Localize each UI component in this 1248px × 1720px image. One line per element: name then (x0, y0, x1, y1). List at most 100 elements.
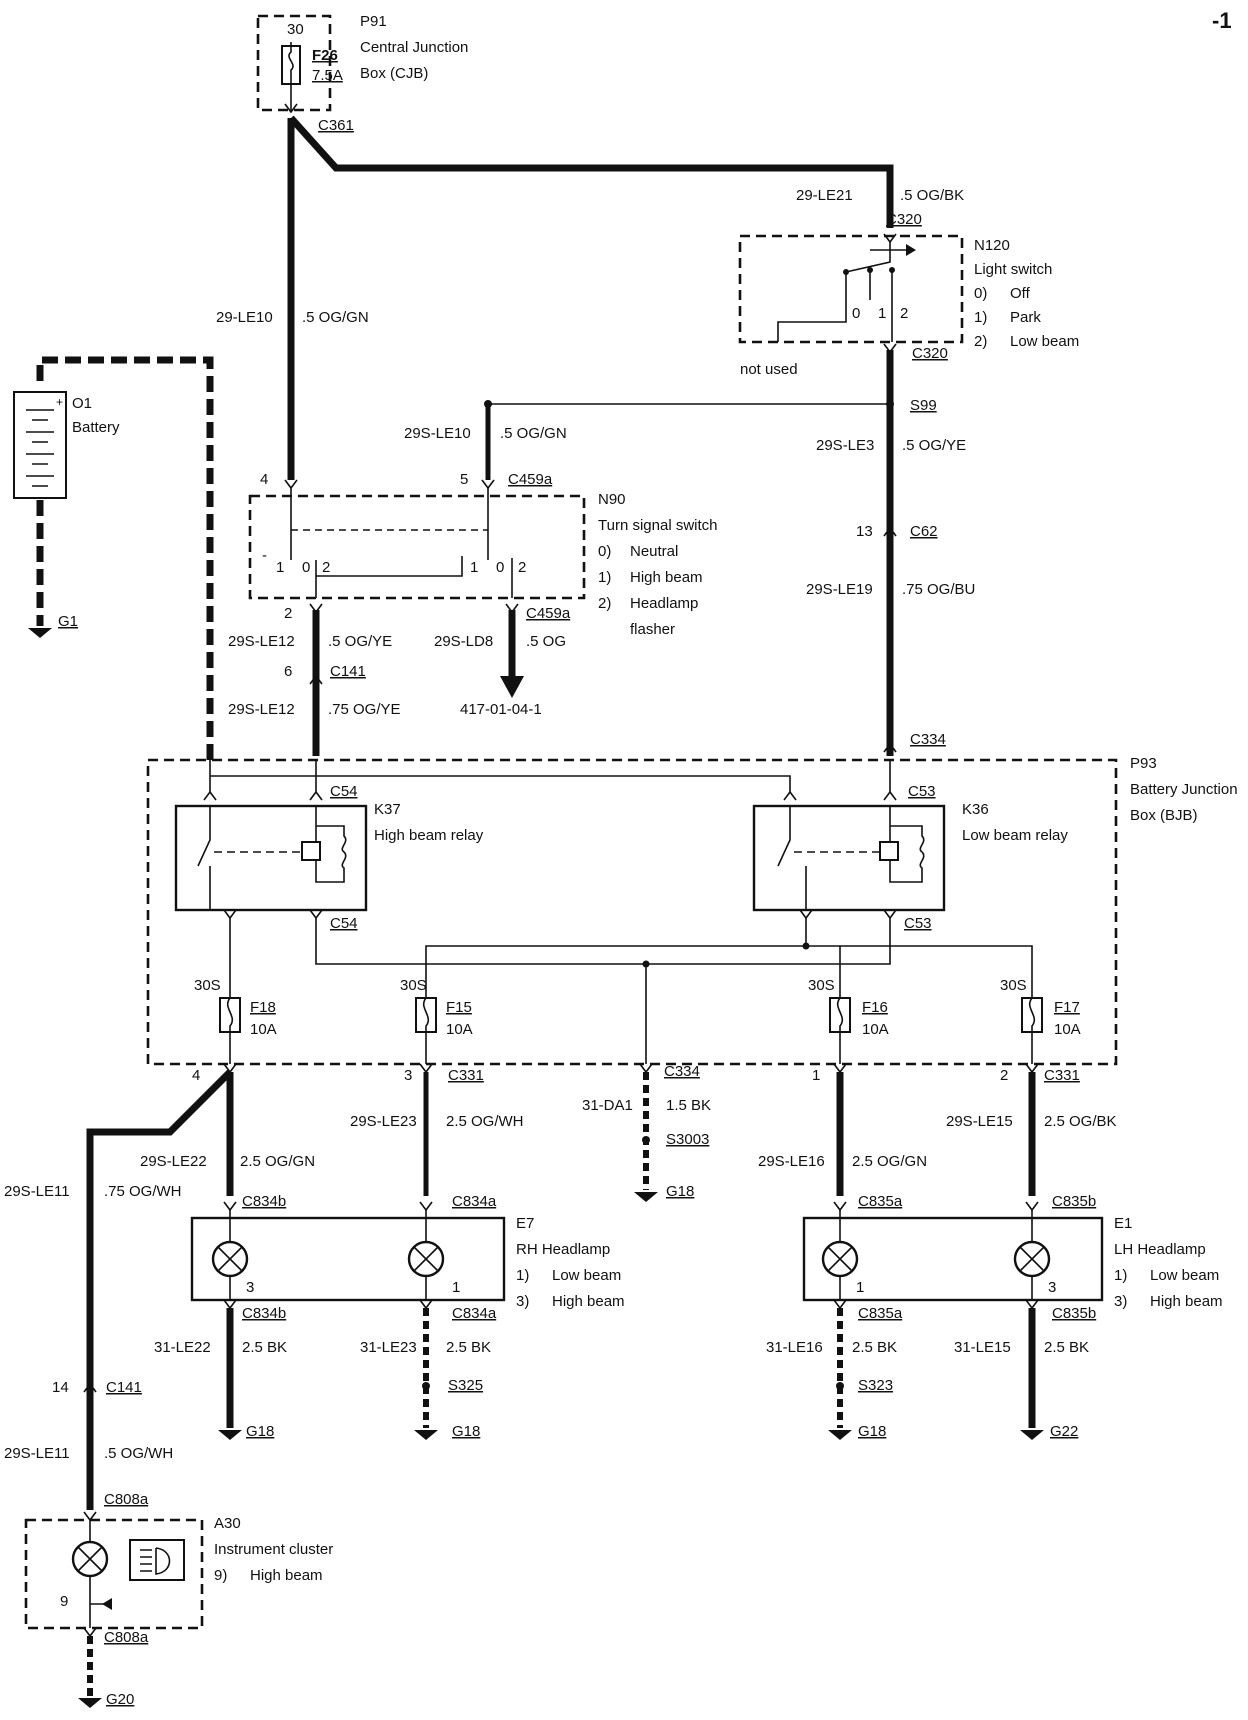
rh-pin-1: 1 (452, 1279, 460, 1296)
k37-coil-icon (301, 841, 321, 861)
instrument-cluster-a30: 9 A30 Instrument cluster 9) High beam (24, 1515, 333, 1630)
k37-resistor-icon (315, 806, 347, 883)
wire-le12b-circuit: 29S-LE12 (228, 701, 295, 718)
n90-pos2b: flasher (630, 621, 675, 638)
ground-g20-icon (78, 1698, 102, 1708)
wire-le11a-circuit: 29S-LE11 (4, 1183, 70, 1200)
cjb-name-line2: Box (CJB) (360, 65, 428, 82)
k37-bottom-connector-icons (223, 909, 323, 920)
fuse-f15-supply: 30S (400, 977, 427, 994)
n90-sw-r2: 2 (518, 559, 526, 576)
n90-minus: - (262, 547, 267, 564)
wire-29-le21 (288, 115, 894, 228)
c141-top-pin: 6 (284, 663, 292, 680)
fuse-f18-element-icon (226, 997, 234, 1032)
switch-terminals (869, 270, 893, 342)
fuse-f18-rating: 10A (250, 1021, 277, 1038)
cluster-ground-arrow-icon (102, 1598, 112, 1610)
ground-g1-label: G1 (58, 613, 78, 630)
n90-ref: N90 (598, 491, 626, 508)
light-switch-pos1: Park (1010, 309, 1041, 326)
cluster-ref: A30 (214, 1515, 241, 1532)
wire-g-le22-circuit: 31-LE22 (154, 1339, 211, 1356)
splice-s3003-label: S3003 (666, 1131, 709, 1148)
relay-k37-outline (174, 804, 368, 912)
c331-b-label: C331 (448, 1067, 484, 1084)
light-switch-pos0: Off (1010, 285, 1031, 302)
c808a-bot-label: C808a (104, 1629, 149, 1646)
c141-top-label: C141 (330, 663, 366, 680)
k37-name: High beam relay (374, 827, 484, 844)
rh-pos3-num: 3) (516, 1293, 529, 1310)
fuse-f18-label: F18 (250, 999, 276, 1016)
k36-name: Low beam relay (962, 827, 1068, 844)
rh-high-beam-bulb-cross-icon (217, 1246, 243, 1272)
cluster-name: Instrument cluster (214, 1541, 333, 1558)
lh-pos1: Low beam (1150, 1267, 1219, 1284)
c331-a-pin: 4 (192, 1067, 200, 1084)
n90-pin-4: 4 (260, 471, 268, 488)
c835a-bot-label: C835a (858, 1305, 903, 1322)
n90-pos2a: Headlamp (630, 595, 698, 612)
wire-ld8-circuit: 29S-LD8 (434, 633, 493, 650)
k36-ref: K36 (962, 801, 989, 818)
c331-d-pin: 2 (1000, 1067, 1008, 1084)
wire-le12a-circuit: 29S-LE12 (228, 633, 295, 650)
bjb-outline (146, 758, 1118, 1066)
rh-pin-3: 3 (246, 1279, 254, 1296)
fuse-f15-rating: 10A (446, 1021, 473, 1038)
k37-ref: K37 (374, 801, 401, 818)
turn-signal-switch-n90: 4 5 C459a - 1 0 2 1 0 2 N90 Turn signal … (248, 471, 718, 638)
n90-pos1: High beam (630, 569, 703, 586)
wire-le16-spec: 2.5 OG/GN (852, 1153, 927, 1170)
lh-pos3-num: 3) (1114, 1293, 1127, 1310)
wire-le23-spec: 2.5 OG/WH (446, 1113, 524, 1130)
wire-le15-spec: 2.5 OG/BK (1044, 1113, 1117, 1130)
wire-le19-circuit: 29S-LE19 (806, 581, 873, 598)
lh-high-beam-bulb-cross-icon (1019, 1246, 1045, 1272)
ground-g18-da1-label: G18 (666, 1183, 694, 1200)
lh-headlamp-internal (839, 1210, 1033, 1300)
n90-pin-2: 2 (284, 605, 292, 622)
k36-connector-bottom: C53 (904, 915, 932, 932)
ld8-continuation-arrow-icon (500, 676, 524, 698)
wire-le11b-spec: .5 OG/WH (104, 1445, 173, 1462)
splice-s3003 (642, 1136, 650, 1144)
ground-g1-icon (28, 628, 52, 638)
wire-g-le15-circuit: 31-LE15 (954, 1339, 1011, 1356)
cluster-pos: High beam (250, 1567, 323, 1584)
ground-g18-le22-label: G18 (246, 1423, 274, 1440)
cjb-name-line1: Central Junction (360, 39, 468, 56)
n90-internal-feeds (290, 488, 489, 560)
c835b-bot-label: C835b (1052, 1305, 1096, 1322)
wire-g-le23-circuit: 31-LE23 (360, 1339, 417, 1356)
wire-g-le16-spec: 2.5 BK (852, 1339, 897, 1356)
k36-connector-top: C53 (908, 783, 936, 800)
c834b-top-label: C834b (242, 1193, 286, 1210)
lh-low-beam-bulb-icon (821, 1240, 859, 1278)
fuse-f16-rating: 10A (862, 1021, 889, 1038)
k36-resistor-icon (889, 806, 925, 883)
c141-bot-label: C141 (106, 1379, 142, 1396)
n90-pos0: Neutral (630, 543, 678, 560)
rh-low-beam-bulb-cross-icon (413, 1246, 439, 1272)
fuse-f18-supply: 30S (194, 977, 221, 994)
lh-pos1-num: 1) (1114, 1267, 1127, 1284)
c459a-bottom-connector-icon (309, 603, 519, 614)
fuse-f17-supply: 30S (1000, 977, 1027, 994)
n90-connector-bottom: C459a (526, 605, 571, 622)
wire-da1-circuit: 31-DA1 (582, 1097, 633, 1114)
c331-d-label: C331 (1044, 1067, 1080, 1084)
wire-le10-circuit: 29-LE10 (216, 309, 273, 326)
wire-le12b-spec: .75 OG/YE (328, 701, 401, 718)
wire-le22-circuit: 29S-LE22 (140, 1153, 207, 1170)
high-beam-symbol-icon (140, 1547, 171, 1575)
central-junction-box: 30 F26 7.5A P91 Central Junction Box (CJ… (256, 13, 468, 134)
wire-le19-spec: .75 OG/BU (902, 581, 975, 598)
ground-g22-le15-label: G22 (1050, 1423, 1078, 1440)
wire-da1-spec: 1.5 BK (666, 1097, 711, 1114)
fuse-f26-rating: 7.5A (312, 67, 343, 84)
battery-plus: + (56, 395, 63, 409)
